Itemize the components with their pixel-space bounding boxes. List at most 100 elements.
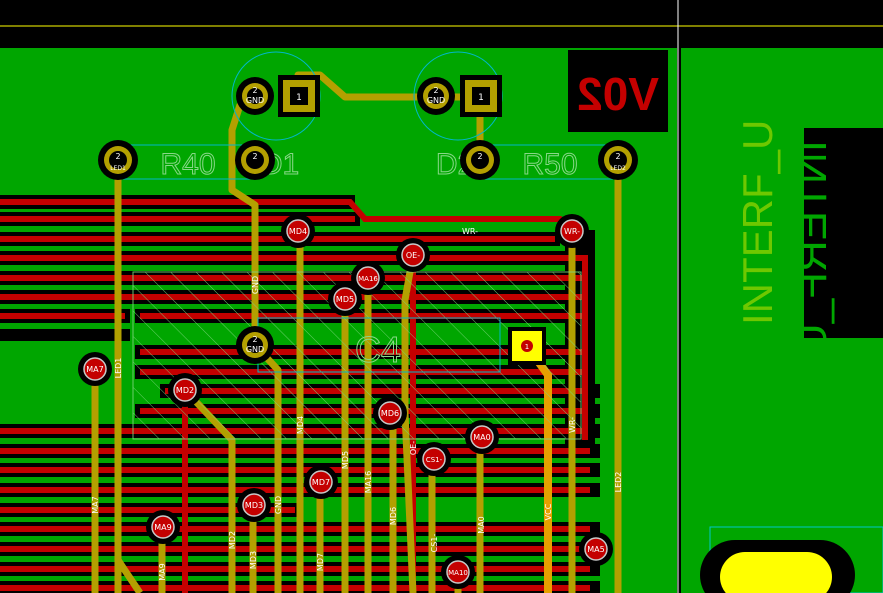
via-copper	[560, 219, 584, 243]
via-label: MD4	[289, 227, 307, 236]
c4-gnd-pad-num: 2	[252, 335, 257, 344]
d2-anode-pad-num: 1	[478, 93, 484, 103]
r50-pad-right-hole	[609, 151, 627, 169]
c4-gnd-pad-hole	[247, 337, 263, 353]
net-label-ma9: MA9	[158, 563, 167, 580]
d2-gnd-pad-hole	[428, 88, 444, 104]
via-wr[interactable]: WR-	[555, 214, 589, 248]
r50-pad-right[interactable]: 2 LED2	[598, 140, 638, 180]
r50-pad-left-num: 2	[477, 152, 482, 161]
via-copper	[401, 243, 425, 267]
r50-pad-left[interactable]: 2	[460, 140, 500, 180]
d2-footprint[interactable]: 2 GND 1	[417, 75, 502, 117]
net-label-md2: MD2	[228, 531, 237, 549]
via-label: MA10	[448, 569, 468, 577]
via-ma0[interactable]: MA0	[465, 420, 499, 454]
net-label-wr-top: WR-	[462, 227, 478, 236]
d1-gnd-pad-num: 2	[252, 86, 257, 95]
r50-ref-label: R50	[522, 148, 577, 181]
via-label: MA5	[587, 545, 604, 554]
via-copper	[242, 493, 266, 517]
r40-pad-right[interactable]: 2	[235, 140, 275, 180]
d2-gnd-pad-num: 2	[433, 86, 438, 95]
via-md2[interactable]: MD2	[168, 373, 202, 407]
c4-gnd-pad[interactable]: 2 GND	[236, 326, 274, 364]
net-labels: WR- GND LED1 MD4 MD5 MA16 OE- WR- LED2 M…	[91, 227, 623, 581]
via-label: CS1-	[426, 456, 443, 464]
via-md3[interactable]: MD3	[237, 488, 271, 522]
via-label: OE-	[406, 251, 420, 260]
net-label-gnd-v1: GND	[251, 276, 260, 294]
c4-vcc-pad-num: 1	[525, 343, 529, 351]
r40-pad-right-num: 2	[252, 152, 257, 161]
via-copper	[584, 537, 608, 561]
via-ma10[interactable]: MA10	[441, 555, 475, 589]
via-layer: MD4OE-MA16MD5WR-MA7MD2MD6MA0CS1-MD7MD3MA…	[78, 214, 613, 589]
interf-label-box	[804, 128, 883, 338]
via-copper	[173, 378, 197, 402]
via-label: MD3	[245, 501, 263, 510]
net-label-vcc: VCC	[544, 503, 553, 520]
version-label-box	[568, 50, 668, 132]
via-copper	[446, 560, 470, 584]
d1-gnd-pad-net: GND	[246, 96, 264, 105]
via-label: MD7	[312, 478, 330, 487]
net-label-oe: OE-	[409, 441, 418, 455]
via-ma9[interactable]: MA9	[146, 510, 180, 544]
r40-pad-left[interactable]: 2 LED1	[98, 140, 138, 180]
via-copper	[378, 401, 402, 425]
r40-pad-right-hole	[246, 151, 264, 169]
via-ma16[interactable]: MA16	[351, 261, 385, 295]
r50-pad-left-hole	[471, 151, 489, 169]
c4-vcc-pad-hole	[521, 340, 533, 352]
via-copper	[151, 515, 175, 539]
d2-anode-pad-hole	[472, 87, 490, 105]
via-label: MA0	[473, 433, 490, 442]
d2-gnd-pad-net: GND	[427, 96, 445, 105]
d1-footprint[interactable]: 2 GND 1	[236, 75, 320, 117]
via-oe[interactable]: OE-	[396, 238, 430, 272]
via-copper	[83, 357, 107, 381]
via-ma7[interactable]: MA7	[78, 352, 112, 386]
via-md7[interactable]: MD7	[304, 465, 338, 499]
via-cs1[interactable]: CS1-	[417, 442, 451, 476]
via-ma5[interactable]: MA5	[579, 532, 613, 566]
d1-anode-pad-num: 1	[296, 93, 302, 103]
r40-pad-left-net: LED1	[110, 165, 126, 172]
net-label-cs1: CS1-	[430, 534, 439, 553]
via-copper	[356, 266, 380, 290]
via-label: MA16	[358, 275, 378, 283]
net-label-md7: MD7	[316, 553, 325, 571]
via-md4[interactable]: MD4	[281, 214, 315, 248]
via-label: MD6	[381, 409, 399, 418]
c4-vcc-pad[interactable]: 1	[508, 327, 546, 365]
net-label-led1: LED1	[114, 358, 123, 379]
d1-gnd-pad-hole	[247, 88, 263, 104]
r40-pad-left-num: 2	[115, 152, 120, 161]
via-label: MD5	[336, 295, 354, 304]
via-md5[interactable]: MD5	[328, 282, 362, 316]
net-label-md5: MD5	[341, 451, 350, 469]
c4-ref-label: C4	[355, 329, 401, 370]
interf-label-mirrored: INTERF_U	[787, 140, 836, 355]
via-copper	[422, 447, 446, 471]
net-label-ma0: MA0	[477, 516, 486, 533]
via-label: WR-	[564, 227, 580, 236]
via-copper	[286, 219, 310, 243]
net-label-ma16: MA16	[364, 471, 373, 494]
r40-pad-left-hole	[109, 151, 127, 169]
bottom-right-pad[interactable]	[720, 552, 832, 593]
interf-label: INTERF_U	[734, 120, 781, 325]
net-label-md4: MD4	[296, 416, 305, 434]
net-label-gnd-v2: GND	[274, 496, 283, 514]
via-label: MA9	[154, 523, 171, 532]
r50-pad-right-num: 2	[615, 152, 620, 161]
via-copper	[333, 287, 357, 311]
via-md6[interactable]: MD6	[373, 396, 407, 430]
r40-ref-label: R40	[160, 148, 215, 181]
board-edge-gap	[677, 48, 681, 593]
net-label-ma7: MA7	[91, 496, 100, 513]
net-label-md3: MD3	[249, 551, 258, 569]
r50-pad-right-net: LED2	[610, 165, 626, 172]
